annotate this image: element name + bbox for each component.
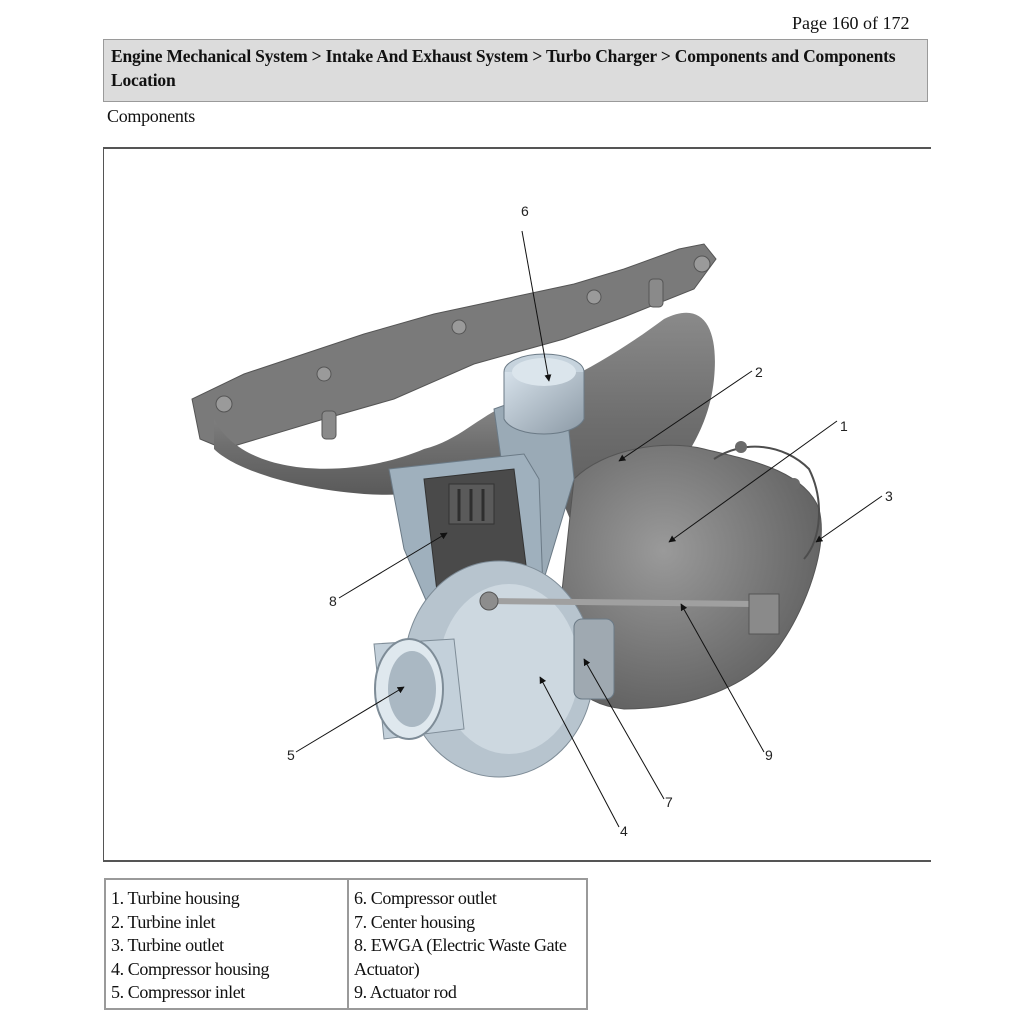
legend-item: 6. Compressor outlet bbox=[354, 888, 497, 908]
legend-column-left: 1. Turbine housing 2. Turbine inlet 3. T… bbox=[105, 879, 348, 1009]
actuator-rod bbox=[479, 591, 780, 635]
callout-6: 6 bbox=[521, 203, 529, 219]
legend-item: 3. Turbine outlet bbox=[111, 935, 224, 955]
breadcrumb: Engine Mechanical System > Intake And Ex… bbox=[103, 39, 928, 102]
legend-item: 1. Turbine housing bbox=[111, 888, 240, 908]
legend-item: 2. Turbine inlet bbox=[111, 911, 216, 932]
callout-3: 3 bbox=[885, 488, 893, 504]
section-title: Components bbox=[107, 106, 196, 126]
callout-1: 1 bbox=[840, 418, 848, 434]
callout-9: 9 bbox=[765, 747, 773, 763]
callout-5: 5 bbox=[287, 747, 295, 763]
legend-column-right: 6. Compressor outlet 7. Center housing 8… bbox=[347, 879, 587, 1009]
turbocharger-illustration: 6 2 1 3 8 5 9 7 4 bbox=[191, 203, 893, 839]
compressor-housing bbox=[373, 560, 615, 778]
components-legend-table: 1. Turbine housing 2. Turbine inlet 3. T… bbox=[104, 878, 588, 1010]
callout-8: 8 bbox=[329, 593, 337, 609]
legend-item: 9. Actuator rod bbox=[354, 982, 457, 1002]
callout-2: 2 bbox=[755, 364, 763, 380]
legend-item: 7. Center housing bbox=[354, 911, 475, 932]
callout-7: 7 bbox=[665, 794, 673, 810]
legend-item: 5. Compressor inlet bbox=[111, 982, 245, 1002]
turbine-housing bbox=[557, 441, 822, 710]
legend-item: 8. EWGA (Electric Waste Gate Actuator) bbox=[354, 935, 567, 979]
components-figure: 6 2 1 3 8 5 9 7 4 bbox=[103, 147, 931, 862]
callout-numbers: 6 2 1 3 8 5 9 7 4 bbox=[287, 203, 893, 839]
callout-leaders bbox=[295, 230, 883, 828]
legend-item: 4. Compressor housing bbox=[111, 958, 270, 979]
page-number: Page 160 of 172 bbox=[792, 13, 910, 33]
callout-4: 4 bbox=[620, 823, 628, 839]
